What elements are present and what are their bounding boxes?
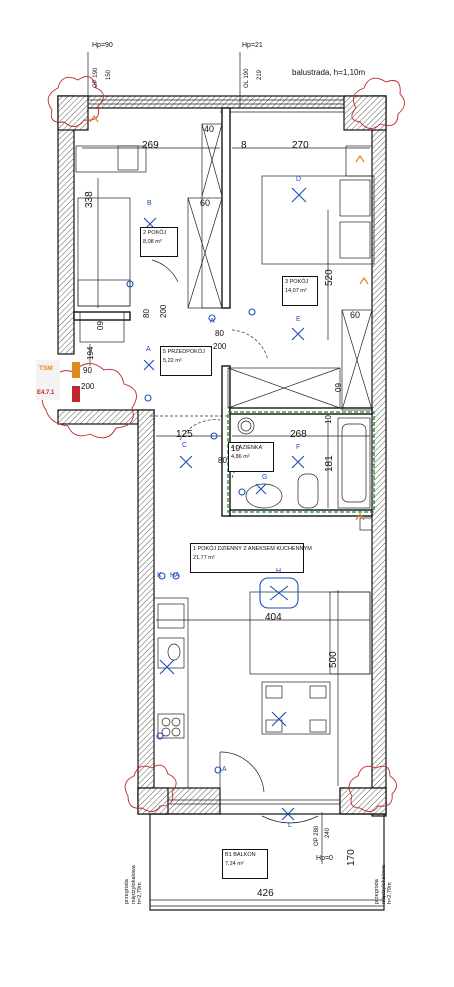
room-3-label: 3 POKÓJ 14,07 m²: [282, 276, 318, 306]
room-5-name: 5 PRZEDPOKÓJ: [163, 349, 205, 355]
room-1-name: 1 POKÓJ DZIENNY Z ANEKSEM KUCHENNYM: [193, 546, 312, 552]
elec-F: F: [296, 444, 301, 451]
dim-500: 500: [328, 651, 339, 668]
room-4-name: 4 ŁAZIENKA: [231, 445, 263, 451]
note-partition-right-3: h=2,79m: [387, 882, 393, 904]
dim-125: 125: [176, 429, 193, 440]
elec-A: A: [146, 346, 151, 353]
note-partition-right: przegroda międzylokalowa h=2,79m: [374, 865, 394, 904]
height-op280: OP 280: [314, 825, 320, 846]
room-3-name: 3 POKÓJ: [285, 279, 309, 285]
dim-09b: 09: [334, 383, 343, 392]
electric-symbols: [126, 187, 307, 821]
dim-404: 404: [265, 612, 282, 623]
living-furniture: [153, 591, 371, 789]
height-240: 240: [325, 827, 331, 838]
dim-80a: 80: [142, 309, 151, 318]
note-partition-left-3: h=2,79m: [137, 882, 143, 904]
dim-40: 40: [204, 124, 215, 134]
room-4-area: 4,86 m²: [231, 454, 250, 460]
elec-L: L: [288, 822, 292, 829]
balcony-label: B1 BALKON 7,24 m²: [222, 849, 268, 879]
height-op190: OP 190: [93, 67, 99, 88]
tag-tsm: TSM: [39, 365, 53, 372]
elec-D: D: [296, 176, 302, 183]
height-219: 219: [257, 69, 263, 80]
elec-C: C: [182, 442, 188, 449]
note-partition-left: przegroda międzylokalowa h=2,79m: [124, 865, 144, 904]
dim-200b: 200: [213, 342, 227, 351]
dim-200c: 200: [81, 382, 95, 391]
dim-269: 269: [142, 140, 159, 151]
wardrobes: [79, 123, 373, 411]
dim-60a: 60: [200, 198, 211, 208]
tag-e47: E4.7.1: [37, 390, 55, 396]
dim-170: 170: [346, 849, 357, 866]
balcony: [149, 813, 385, 911]
dim-200a: 200: [159, 304, 168, 318]
height-hp90: Hp=90: [92, 42, 113, 49]
dim-426: 426: [257, 888, 274, 899]
elec-G: G: [262, 474, 268, 481]
windows: [88, 99, 344, 805]
elec-B: B: [147, 200, 152, 207]
room2-furniture: [75, 145, 147, 307]
dim-268: 268: [290, 429, 307, 440]
interior-walls: [73, 107, 373, 517]
dim-8: 8: [241, 140, 247, 151]
dim-80b: 80: [215, 329, 224, 338]
dim-270: 270: [292, 140, 309, 151]
dim-90: 90: [83, 366, 92, 375]
room-5-area: 5,22 m²: [163, 358, 182, 364]
dim-520: 520: [324, 269, 335, 286]
room-3-area: 14,07 m²: [285, 288, 307, 294]
room-5-label: 5 PRZEDPOKÓJ 5,22 m²: [160, 346, 212, 376]
elec-H: H: [276, 568, 282, 575]
room3-bed: [261, 145, 375, 265]
dim-10b: 10: [231, 444, 240, 453]
elec-A3: A: [222, 766, 227, 773]
elec-HA: HA: [170, 572, 180, 579]
room-1-area: 21,77 m²: [193, 555, 215, 561]
elec-E: E: [296, 316, 301, 323]
balcony-name: B1 BALKON: [225, 852, 256, 858]
dim-181: 181: [324, 455, 335, 472]
dim-80c: 80: [218, 456, 227, 465]
elec-K: K: [157, 572, 162, 579]
room-2-area: 8,08 m²: [143, 239, 162, 245]
dim-338: 338: [84, 191, 95, 208]
dim-09a: 09: [96, 321, 105, 330]
room-2-name: 2 POKÓJ: [143, 230, 167, 236]
dimension-lines: [82, 52, 384, 901]
dim-194: 194: [86, 346, 95, 360]
balcony-area: 7,24 m²: [225, 861, 244, 867]
height-ol190: OL 190: [244, 68, 250, 88]
height-150: 150: [106, 69, 112, 80]
height-hp0: Hp=0: [316, 855, 333, 862]
room-1-label: 1 POKÓJ DZIENNY Z ANEKSEM KUCHENNYM 21,7…: [190, 543, 312, 573]
dim-10a: 10: [324, 415, 333, 424]
elec-A2: A: [210, 318, 215, 325]
entrance-tag: TSM E4.7.1: [36, 360, 60, 400]
height-hp21: Hp=21: [242, 42, 263, 49]
dim-60b: 60: [350, 310, 361, 320]
room-2-label: 2 POKÓJ 8,08 m²: [140, 227, 178, 257]
room-4-label: 4 ŁAZIENKA 4,86 m²: [228, 442, 274, 472]
note-balustrada: balustrada, h=1,10m: [292, 68, 366, 77]
